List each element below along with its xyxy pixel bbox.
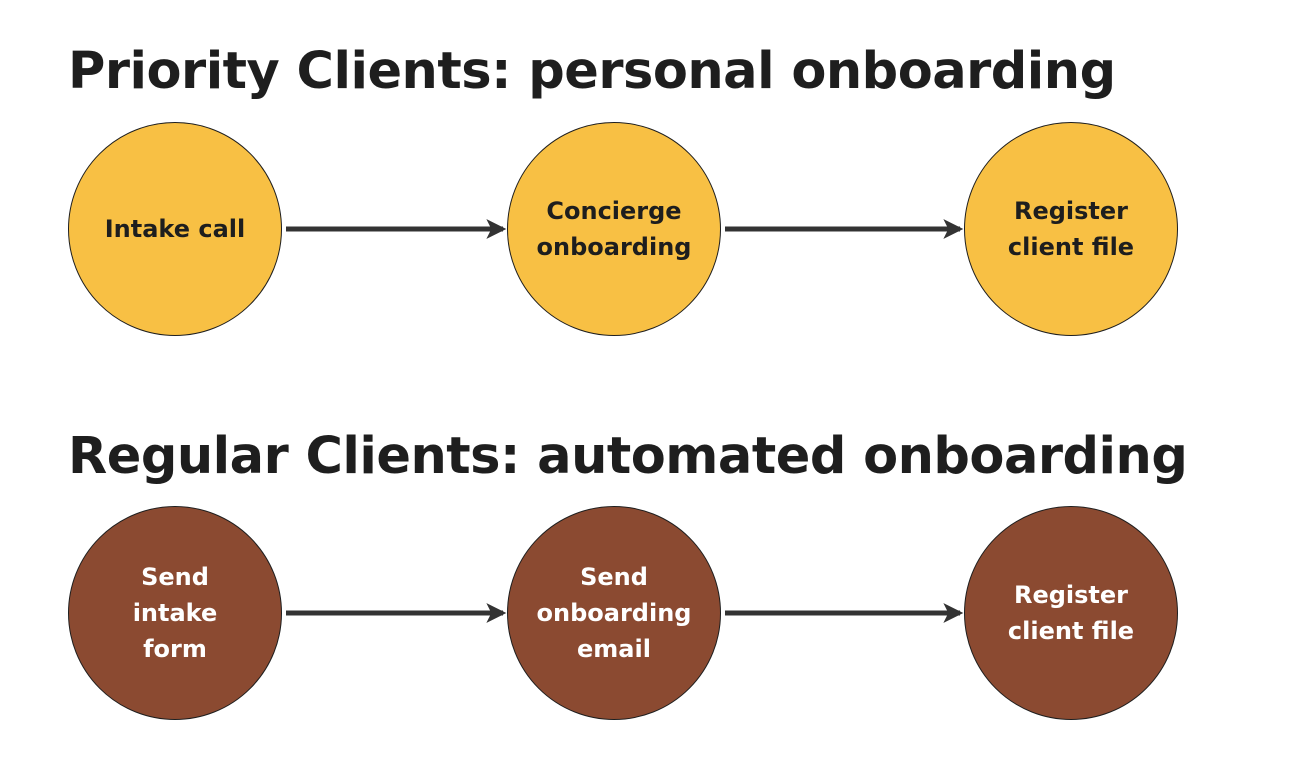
regular-node-send-onboarding-email[interactable]: Send onboarding email	[507, 506, 721, 720]
node-label: Intake call	[104, 215, 246, 243]
regular-section-title: Regular Clients: automated onboarding	[68, 427, 1188, 486]
priority-node-intake-call[interactable]: Intake call	[68, 122, 282, 336]
priority-node-register-client-file[interactable]: Register client file	[964, 122, 1178, 336]
node-label: Register client file	[1007, 197, 1135, 261]
priority-node-concierge-onboarding[interactable]: Concierge onboarding	[507, 122, 721, 336]
node-label: Send intake form	[132, 563, 218, 663]
regular-node-register-client-file[interactable]: Register client file	[964, 506, 1178, 720]
node-label: Register client file	[1007, 581, 1135, 645]
node-label: Concierge onboarding	[536, 197, 692, 261]
node-label: Send onboarding email	[536, 563, 692, 663]
regular-node-send-intake-form[interactable]: Send intake form	[68, 506, 282, 720]
priority-section-title: Priority Clients: personal onboarding	[68, 42, 1116, 101]
